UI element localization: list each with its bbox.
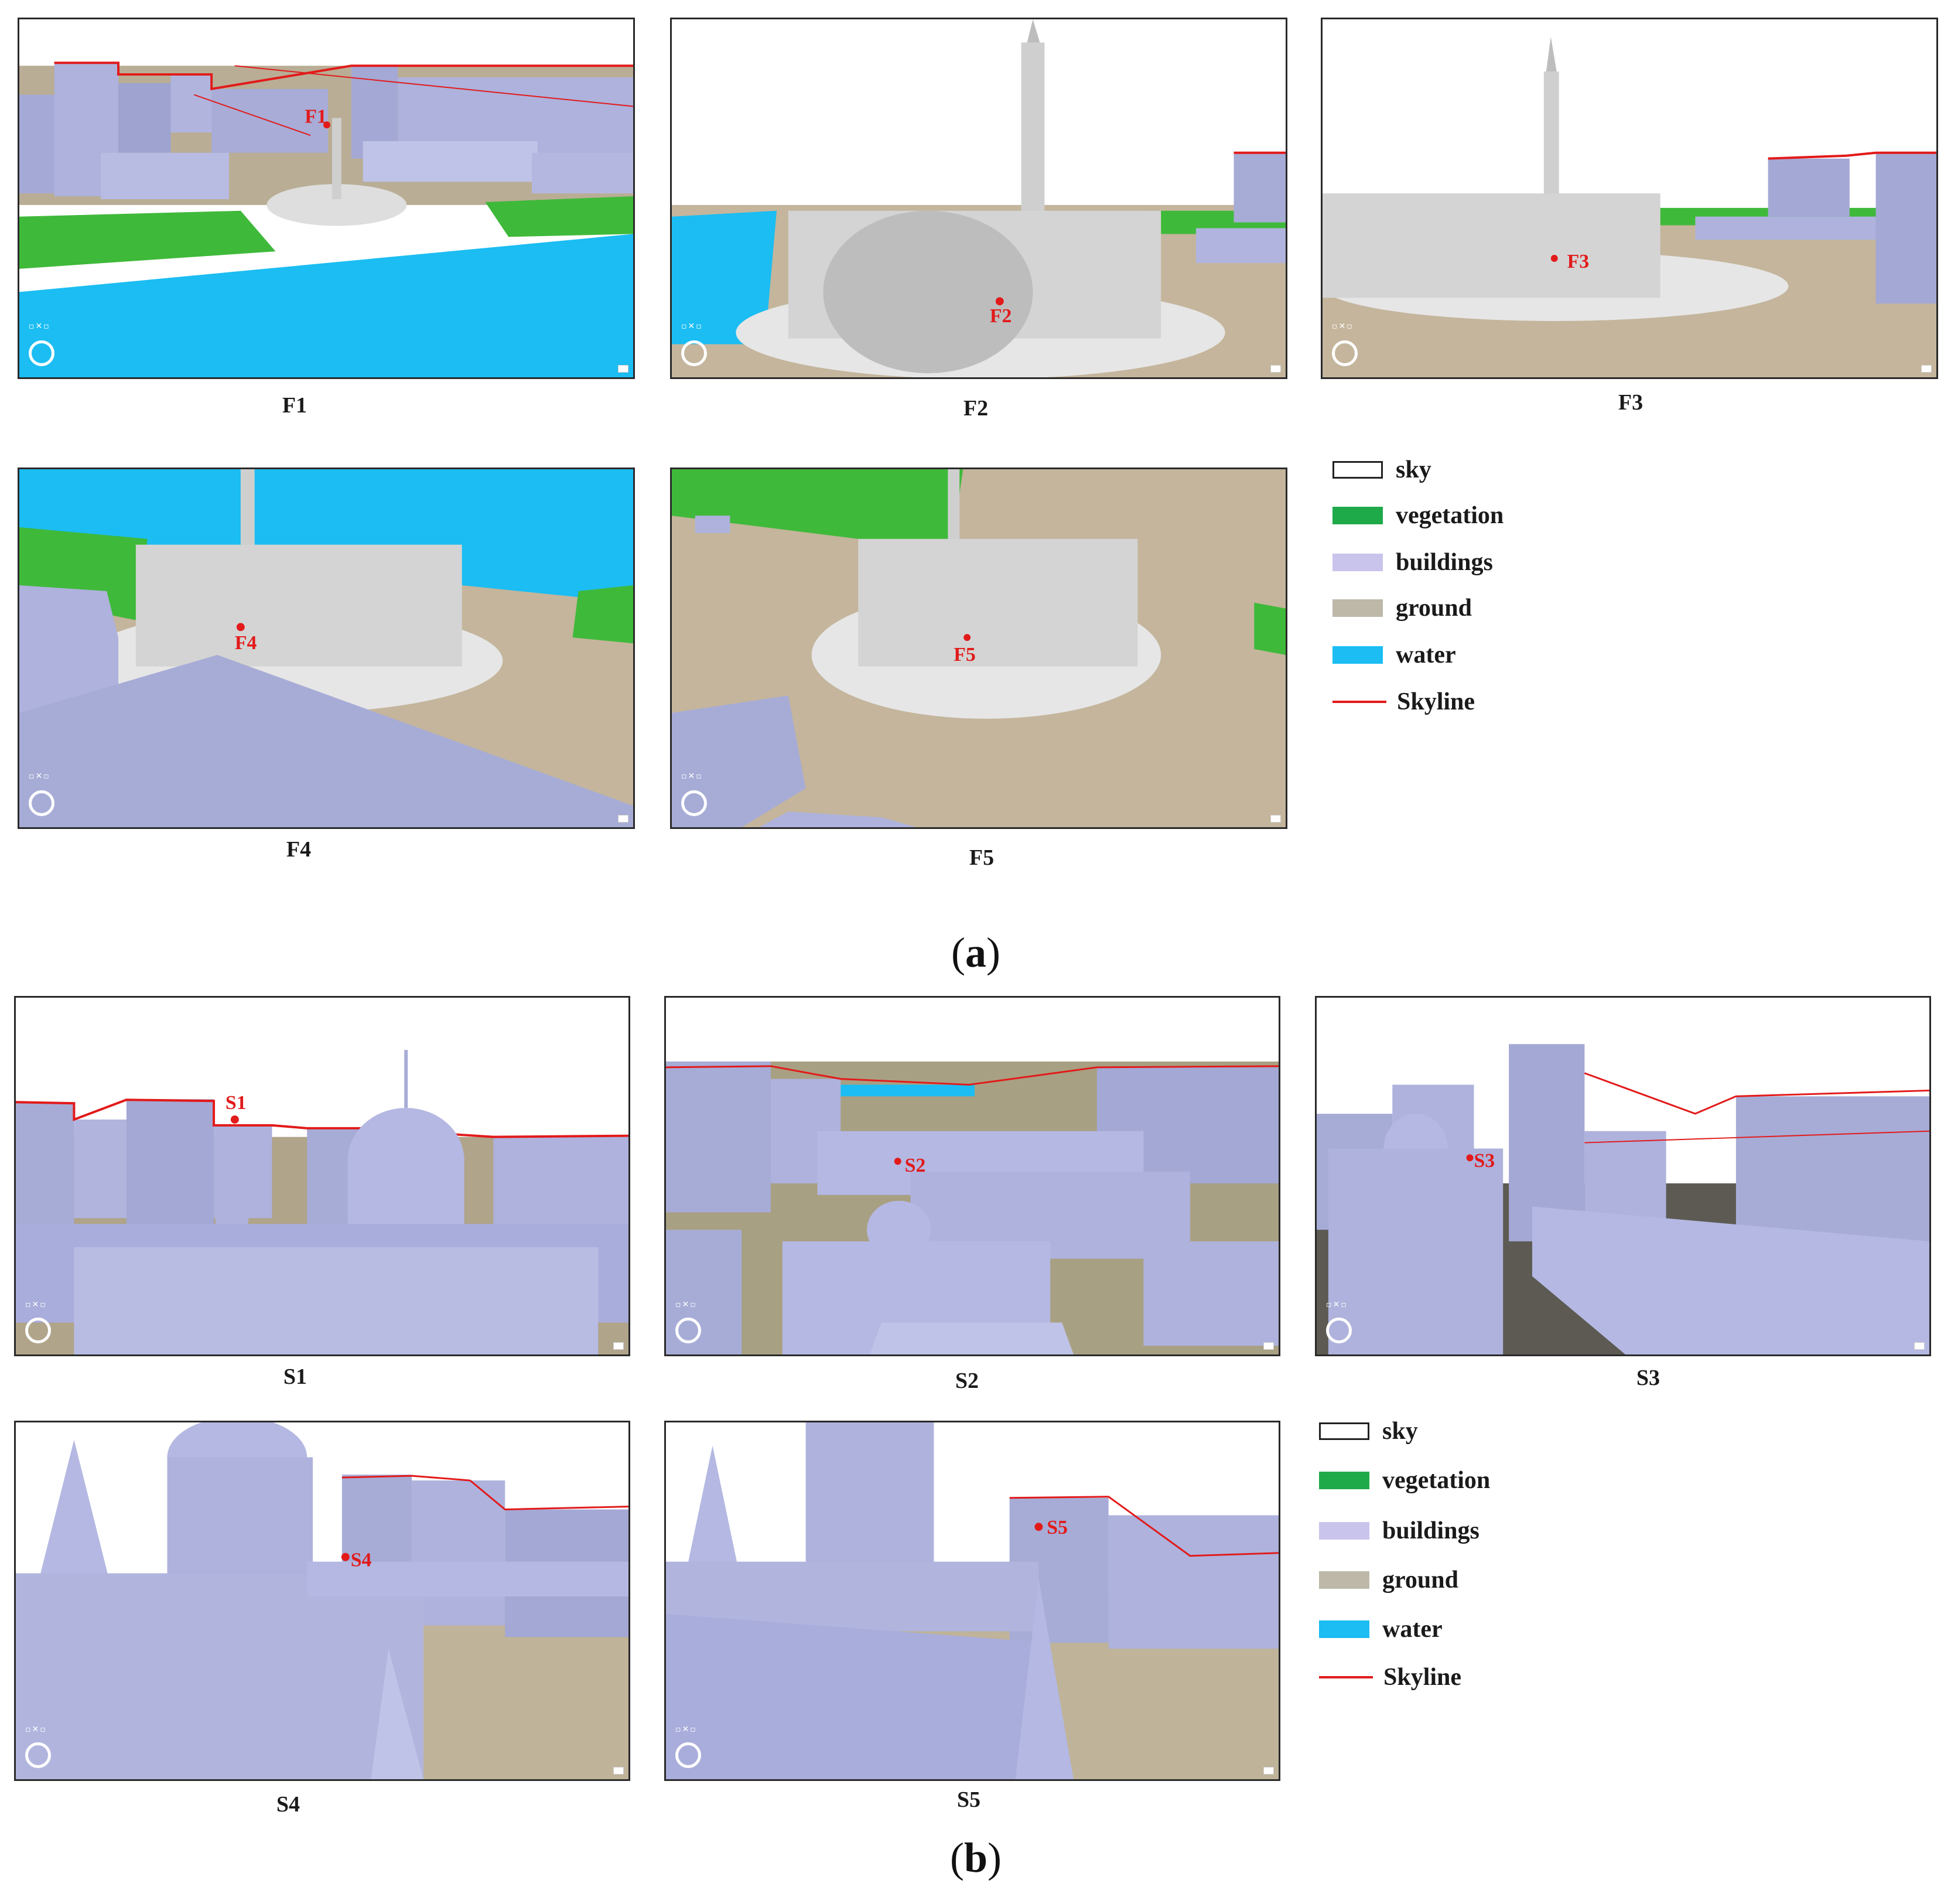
- view-F5: F5 ▫✕▫: [670, 468, 1287, 829]
- caption-S1: S1: [283, 1364, 307, 1389]
- marker-label-F3: F3: [1567, 251, 1590, 272]
- marker-label-F4: F4: [235, 632, 257, 654]
- caption-F1: F1: [282, 393, 307, 418]
- navigation-ring-icon[interactable]: [29, 790, 54, 816]
- view-tools-icon[interactable]: ▫✕▫: [29, 322, 50, 331]
- legend-item-skyline: Skyline: [1332, 688, 1475, 715]
- scene-S2: S2: [666, 998, 1279, 1354]
- view-F1: F1 ▫✕▫: [18, 18, 635, 379]
- scene-S3: S3: [1317, 998, 1929, 1354]
- legend-item-buildings: buildings: [1319, 1517, 1480, 1544]
- legend-swatch-sky: [1319, 1422, 1369, 1440]
- view-F3: F3 ▫✕▫: [1321, 18, 1938, 379]
- legend-swatch-water: [1319, 1620, 1369, 1638]
- section-label-a: (a): [951, 929, 1000, 976]
- navigation-ring-icon[interactable]: [29, 340, 54, 366]
- legend-swatch-skyline: [1332, 701, 1386, 703]
- legend-item-ground: ground: [1319, 1567, 1458, 1594]
- view-tools-icon[interactable]: ▫✕▫: [25, 1300, 47, 1309]
- marker-label-F5: F5: [954, 644, 976, 666]
- view-S5: S5 ▫✕▫: [664, 1421, 1280, 1781]
- view-F2: F2 ▫✕▫: [670, 18, 1287, 379]
- legend-item-water: water: [1319, 1616, 1443, 1643]
- scene-S4: S4: [16, 1422, 628, 1779]
- legend-item-vegetation: vegetation: [1319, 1467, 1490, 1494]
- legend-swatch-ground: [1319, 1571, 1369, 1589]
- legend-item-ground: ground: [1332, 595, 1472, 622]
- legend-item-vegetation: vegetation: [1332, 502, 1504, 529]
- minimap-icon[interactable]: [1263, 1767, 1274, 1775]
- minimap-icon[interactable]: [1270, 365, 1281, 373]
- legend-swatch-buildings: [1319, 1522, 1369, 1540]
- legend-swatch-ground: [1332, 599, 1383, 617]
- scene-F3: F3: [1323, 19, 1936, 377]
- section-label-b: (b): [949, 1834, 1002, 1881]
- scene-F1: F1: [19, 19, 633, 377]
- caption-S3: S3: [1636, 1366, 1660, 1390]
- minimap-icon[interactable]: [1270, 815, 1281, 823]
- legend-item-water: water: [1332, 642, 1456, 668]
- scene-S1: S1: [16, 998, 628, 1354]
- minimap-icon[interactable]: [618, 365, 628, 373]
- navigation-ring-icon[interactable]: [681, 790, 707, 816]
- minimap-icon[interactable]: [613, 1767, 624, 1775]
- view-tools-icon[interactable]: ▫✕▫: [1326, 1300, 1348, 1309]
- marker-label-S1: S1: [225, 1092, 247, 1114]
- view-tools-icon[interactable]: ▫✕▫: [25, 1725, 47, 1734]
- legend-swatch-skyline: [1319, 1676, 1373, 1678]
- navigation-ring-icon[interactable]: [25, 1318, 51, 1343]
- caption-F5: F5: [969, 845, 995, 870]
- scene-F4: F4: [19, 469, 633, 827]
- view-tools-icon[interactable]: ▫✕▫: [681, 772, 703, 781]
- view-S4: S4 ▫✕▫: [14, 1421, 630, 1781]
- caption-S5: S5: [956, 1787, 981, 1812]
- minimap-icon[interactable]: [618, 815, 628, 823]
- marker-label-S4: S4: [351, 1550, 372, 1571]
- legend-item-sky: sky: [1332, 456, 1431, 483]
- navigation-ring-icon[interactable]: [675, 1318, 701, 1343]
- legend-swatch-vegetation: [1332, 507, 1383, 524]
- marker-label-F1: F1: [305, 105, 327, 127]
- view-tools-icon[interactable]: ▫✕▫: [681, 322, 703, 331]
- navigation-ring-icon[interactable]: [1326, 1318, 1352, 1343]
- legend-swatch-buildings: [1332, 554, 1383, 571]
- caption-F2: F2: [963, 396, 989, 421]
- navigation-ring-icon[interactable]: [681, 340, 707, 366]
- navigation-ring-icon[interactable]: [1332, 340, 1358, 366]
- navigation-ring-icon[interactable]: [25, 1742, 51, 1768]
- minimap-icon[interactable]: [1914, 1342, 1925, 1350]
- navigation-ring-icon[interactable]: [675, 1742, 701, 1768]
- legend-swatch-water: [1332, 646, 1383, 664]
- marker-label-S3: S3: [1474, 1150, 1495, 1172]
- scene-S5: S5: [666, 1422, 1279, 1779]
- legend-a: sky vegetation buildings ground water Sk…: [1332, 451, 1567, 732]
- legend-b: sky vegetation buildings ground water Sk…: [1319, 1415, 1577, 1696]
- caption-F3: F3: [1618, 390, 1644, 415]
- legend-swatch-sky: [1332, 461, 1383, 479]
- view-tools-icon[interactable]: ▫✕▫: [29, 772, 50, 781]
- legend-swatch-vegetation: [1319, 1472, 1369, 1489]
- view-tools-icon[interactable]: ▫✕▫: [1332, 322, 1354, 331]
- caption-F4: F4: [286, 837, 312, 862]
- legend-item-sky: sky: [1319, 1418, 1418, 1445]
- view-F4: F4 ▫✕▫: [18, 468, 635, 829]
- minimap-icon[interactable]: [1921, 365, 1932, 373]
- minimap-icon[interactable]: [613, 1342, 624, 1350]
- view-tools-icon[interactable]: ▫✕▫: [675, 1300, 697, 1309]
- view-S1: S1 ▫✕▫: [14, 996, 630, 1356]
- marker-label-F2: F2: [990, 305, 1012, 327]
- legend-item-skyline: Skyline: [1319, 1664, 1461, 1691]
- marker-label-S5: S5: [1047, 1517, 1068, 1538]
- view-tools-icon[interactable]: ▫✕▫: [675, 1725, 697, 1734]
- minimap-icon[interactable]: [1263, 1342, 1274, 1350]
- caption-S4: S4: [276, 1792, 300, 1817]
- scene-F2: F2: [672, 19, 1286, 377]
- scene-F5: F5: [672, 469, 1286, 827]
- view-S2: S2 ▫✕▫: [664, 996, 1280, 1356]
- caption-S2: S2: [955, 1369, 979, 1393]
- view-S3: S3 ▫✕▫: [1315, 996, 1931, 1356]
- marker-label-S2: S2: [905, 1155, 926, 1176]
- legend-item-buildings: buildings: [1332, 549, 1493, 576]
